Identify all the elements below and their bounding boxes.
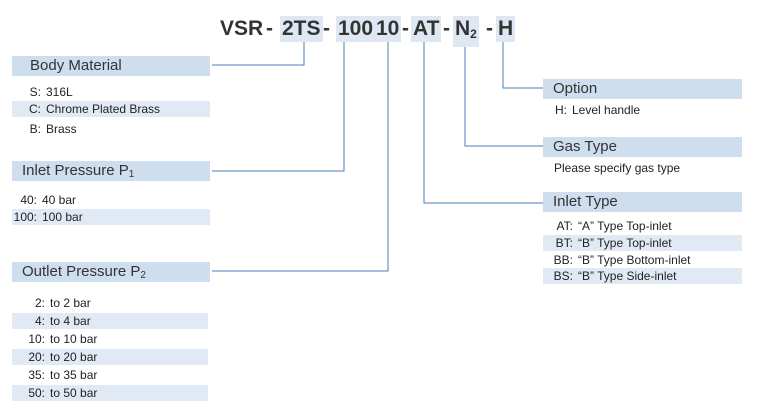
inlet-type-row: BS: “B” Type Side-inlet xyxy=(543,268,742,284)
outlet-pressure-title-sub: 2 xyxy=(140,270,146,281)
gas-type-title: Gas Type xyxy=(553,138,617,155)
row-value: to 20 bar xyxy=(50,350,98,364)
row-key: 20: xyxy=(28,350,45,364)
outlet-pressure-row: 2: to 2 bar xyxy=(12,295,208,311)
code-dash: - xyxy=(402,17,409,40)
row-value: Level handle xyxy=(572,103,641,117)
outlet-pressure-row: 4: to 4 bar xyxy=(12,313,208,329)
body-material-row: C: Chrome Plated Brass xyxy=(12,101,210,117)
outlet-pressure-row: 50: to 50 bar xyxy=(12,385,208,401)
code-dash: - xyxy=(486,17,493,40)
outlet-pressure-row: 20: to 20 bar xyxy=(12,349,208,365)
row-key: B: xyxy=(29,122,41,136)
outlet-pressure-row: 35: to 35 bar xyxy=(12,367,208,383)
option-title: Option xyxy=(553,80,598,97)
inlet-pressure-row: 100: 100 bar xyxy=(12,209,210,225)
body-material-header: Body Material xyxy=(12,56,210,76)
code-inlet-pressure: 100 xyxy=(336,16,376,42)
inlet-type-row: BT: “B” Type Top-inlet xyxy=(543,235,742,251)
row-key: 50: xyxy=(28,386,45,400)
gas-type-row: Please specify gas type xyxy=(543,160,742,176)
row-key: BT: xyxy=(555,236,573,250)
row-key: AT: xyxy=(556,219,573,233)
code-body-material: 2TS xyxy=(280,16,323,42)
row-value: “A” Type Top-inlet xyxy=(578,219,672,233)
inlet-pressure-title-sub: 1 xyxy=(128,169,135,180)
row-value: to 4 bar xyxy=(50,314,91,328)
code-gas-type: N2 xyxy=(453,16,479,47)
line-body-material xyxy=(212,42,305,66)
code-dash: - xyxy=(266,17,273,40)
line-option xyxy=(502,42,543,89)
row-key: 2: xyxy=(34,296,45,310)
line-outlet-pressure xyxy=(212,42,389,272)
code-prefix: VSR xyxy=(220,17,264,40)
line-gas-type xyxy=(464,42,543,147)
inlet-pressure-header: Inlet Pressure P1 xyxy=(12,161,210,181)
row-value: 40 bar xyxy=(42,193,77,207)
gas-type-header: Gas Type xyxy=(543,137,742,157)
line-inlet-type xyxy=(423,42,543,204)
row-key: C: xyxy=(29,102,41,116)
row-value: to 35 bar xyxy=(50,368,98,382)
row-value: Brass xyxy=(46,122,77,136)
inlet-pressure-row: 40: 40 bar xyxy=(12,192,210,208)
row-value: 316L xyxy=(46,85,73,99)
row-key: 40: xyxy=(20,193,37,207)
row-key: BS: xyxy=(553,269,573,283)
outlet-pressure-header: Outlet Pressure P2 xyxy=(12,262,210,282)
code-dash: - xyxy=(443,17,450,40)
row-key: 4: xyxy=(34,314,45,328)
code-gas-sub: 2 xyxy=(470,27,477,41)
inlet-pressure-title: Inlet Pressure P xyxy=(22,162,129,179)
code-option: H xyxy=(496,16,516,42)
row-value: 100 bar xyxy=(42,210,83,224)
inlet-type-row: AT: “A” Type Top-inlet xyxy=(543,218,742,234)
row-key: 100: xyxy=(13,210,37,224)
row-key: 35: xyxy=(28,368,45,382)
body-material-row: S: 316L xyxy=(12,84,210,100)
row-value: “B” Type Side-inlet xyxy=(578,269,677,283)
row-value: “B” Type Bottom-inlet xyxy=(578,253,691,267)
body-material-title: Body Material xyxy=(30,57,122,74)
code-gas-main: N xyxy=(455,17,471,40)
inlet-type-row: BB: “B” Type Bottom-inlet xyxy=(543,252,742,268)
row-key: S: xyxy=(29,85,41,99)
row-key: 10: xyxy=(28,332,45,346)
inlet-type-header: Inlet Type xyxy=(543,192,742,212)
line-inlet-pressure xyxy=(212,42,345,172)
code-inlet-type: AT xyxy=(411,16,442,42)
code-dash: - xyxy=(323,17,330,40)
row-value: Please specify gas type xyxy=(554,161,681,175)
code-outlet-pressure: 10 xyxy=(374,16,402,42)
option-header: Option xyxy=(543,79,742,99)
body-material-row: B: Brass xyxy=(12,121,210,137)
inlet-type-title: Inlet Type xyxy=(553,193,618,210)
outlet-pressure-row: 10: to 10 bar xyxy=(12,331,208,347)
row-value: to 10 bar xyxy=(50,332,98,346)
option-row: H: Level handle xyxy=(543,102,742,118)
row-value: to 2 bar xyxy=(50,296,91,310)
row-key: H: xyxy=(555,103,567,117)
outlet-pressure-title: Outlet Pressure P xyxy=(22,263,141,280)
row-value: “B” Type Top-inlet xyxy=(578,236,672,250)
row-value: Chrome Plated Brass xyxy=(46,102,161,116)
row-value: to 50 bar xyxy=(50,386,98,400)
row-key: BB: xyxy=(553,253,573,267)
